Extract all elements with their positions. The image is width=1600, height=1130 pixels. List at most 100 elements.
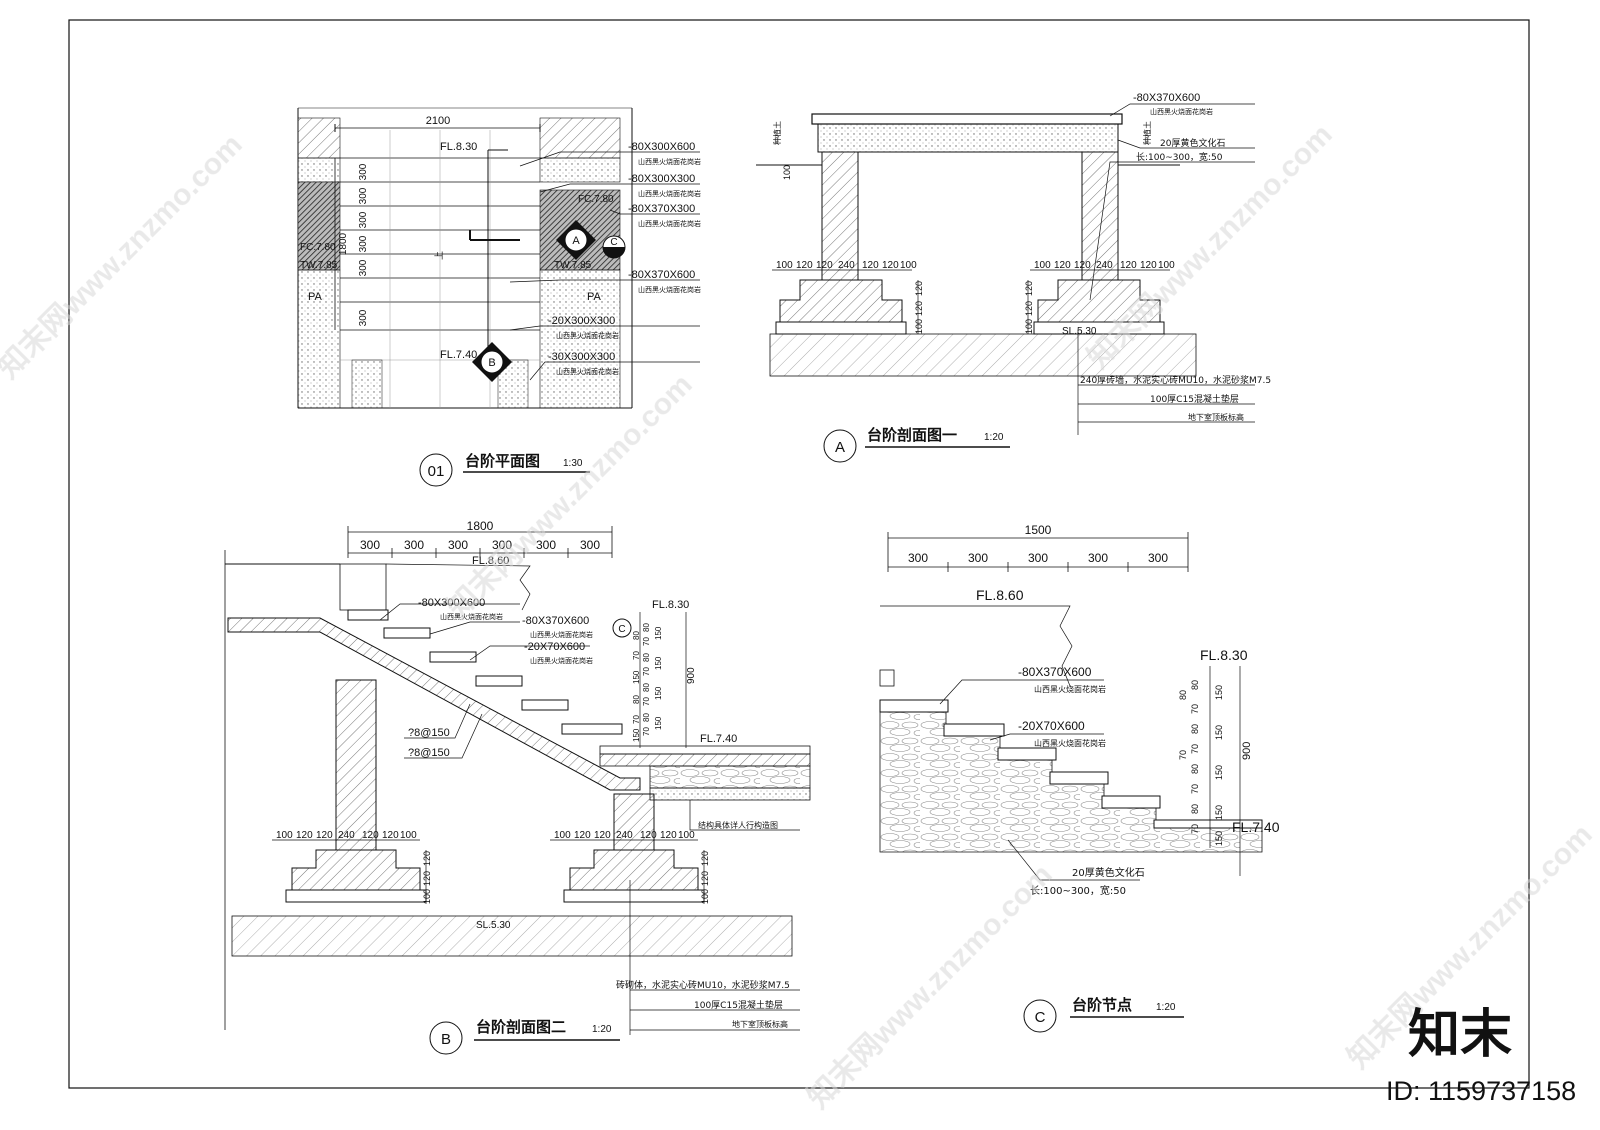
- section-a-stone: 20厚黄色文化石: [1160, 137, 1225, 149]
- svg-text:A: A: [835, 439, 845, 456]
- section-a-ground-label: 种植土: [772, 121, 782, 145]
- node-c-dim-total: 1500: [1025, 523, 1052, 537]
- section-b-elev-mid: FL.8.30: [652, 599, 689, 611]
- section-b-marker-c[interactable]: C: [612, 618, 632, 638]
- node-c-riser-dim: 80: [1190, 764, 1200, 774]
- section-b-vdim-r: 120: [700, 871, 710, 886]
- watermark-text: 知末网www.znzmo.com: [802, 858, 1059, 1115]
- section-b-riser-dim: 150: [632, 728, 641, 742]
- section-b-footing-dim: 120: [362, 830, 379, 841]
- node-c-dim: 300: [908, 551, 928, 565]
- section-b-vdim: 100: [422, 889, 432, 904]
- node-c-stone-size: 长:100~300，宽:50: [1030, 884, 1126, 897]
- plan-fc-right: FC.7.80: [578, 194, 614, 205]
- svg-text:A: A: [572, 235, 580, 247]
- plan-step-dim: 300: [358, 211, 369, 228]
- svg-text:C: C: [618, 624, 625, 635]
- section-b-callout-mat: 山西黑火烧面花岗岩: [530, 630, 593, 639]
- section-b-vdim: 120: [422, 871, 432, 886]
- node-c-riser-dim: 80: [1178, 690, 1188, 700]
- node-c-dim: 300: [1028, 551, 1048, 565]
- section-b-footing-dim-r: 120: [660, 830, 677, 841]
- section-b-elev-low: FL.7.40: [700, 733, 737, 745]
- section-a-vdim-r: 120: [1024, 281, 1034, 296]
- node-c-riser-dim: 150: [1214, 725, 1224, 740]
- section-a-note: 地下室顶板标高: [1188, 412, 1244, 422]
- node-c-title: C 台阶节点 1:20: [1023, 996, 1184, 1033]
- node-c-callout-size: -20X70X600: [1018, 719, 1085, 733]
- section-b-rebar: ?8@150: [408, 727, 450, 739]
- section-b-riser-dim: 150: [654, 626, 663, 640]
- logo-text: 知末: [1408, 1005, 1512, 1065]
- section-a-ground-label-right: 种植土: [1142, 121, 1152, 145]
- svg-text:B: B: [488, 357, 495, 369]
- plan-dim-top: 2100: [426, 115, 450, 127]
- plan-marker-a[interactable]: A: [556, 220, 596, 260]
- section-b-vdim-r: 100: [700, 889, 710, 904]
- section-a-footing-dim-r: 240: [1096, 260, 1113, 271]
- section-a-drawing: 种植土 种植土 100 100 120 120 240 120 120 100 …: [756, 92, 1271, 463]
- section-a-dim: 100: [782, 165, 792, 180]
- section-b-footing-dim-r: 100: [554, 830, 571, 841]
- plan-callout-size: -80X370X600: [628, 269, 695, 281]
- section-a-footing-dim-r: 120: [1054, 260, 1071, 271]
- watermark-text: 知末网www.znzmo.com: [0, 128, 249, 385]
- plan-callout-mat: 山西黑火烧面花岗岩: [638, 157, 701, 166]
- section-b-note: 地下室顶板标高: [732, 1019, 788, 1029]
- section-b-dim: 300: [404, 538, 424, 552]
- section-b-elev-top: FL.8.60: [472, 555, 509, 567]
- svg-text:C: C: [1035, 1009, 1046, 1026]
- section-b-structure-note: 结构具体详人行构造图: [698, 820, 778, 830]
- section-b-riser-dim: 70: [632, 715, 641, 724]
- node-c-riser-dim: 70: [1190, 744, 1200, 754]
- plan-title: 01 台阶平面图 1:30: [419, 452, 590, 487]
- section-b-riser-dim: 80: [642, 713, 651, 722]
- node-c-dim: 300: [1088, 551, 1108, 565]
- section-b-rebar: ?8@150: [408, 747, 450, 759]
- node-c-riser-dim: 70: [1190, 784, 1200, 794]
- section-b-footing-dim-r: 100: [678, 830, 695, 841]
- node-c-riser-dim: 80: [1190, 680, 1200, 690]
- node-c-stone: 20厚黄色文化石: [1072, 866, 1145, 879]
- section-a-vdim: 120: [914, 281, 924, 296]
- section-b-riser-dim: 150: [654, 716, 663, 730]
- node-c-riser-dim: 70: [1178, 750, 1188, 760]
- section-a-vdim-r: 100: [1024, 319, 1034, 334]
- plan-marker-c[interactable]: C: [602, 235, 626, 259]
- node-c-callout-mat: 山西黑火烧面花岗岩: [1034, 738, 1106, 748]
- node-c-elev-low: FL.7.40: [1232, 819, 1280, 835]
- section-b-callout-size: -80X370X600: [522, 615, 589, 627]
- section-b-vdim: 120: [422, 851, 432, 866]
- node-c-riser-dim: 70: [1190, 704, 1200, 714]
- svg-text:台阶剖面图一: 台阶剖面图一: [867, 426, 957, 444]
- brand-logo: 知末 ID: 1159737158: [1386, 1005, 1576, 1106]
- section-b-riser-dim: 80: [632, 631, 641, 640]
- svg-text:1:20: 1:20: [984, 432, 1004, 443]
- plan-wall-left: [297, 181, 341, 271]
- section-b-dim: 300: [580, 538, 600, 552]
- plan-up-text: 上: [434, 251, 445, 260]
- plan-callout-mat: 山西黑火烧面花岗岩: [556, 367, 619, 376]
- plan-marker-b[interactable]: B: [472, 342, 512, 382]
- section-b-riser-dim: 70: [642, 667, 651, 676]
- section-a-top-callout: -80X370X600: [1133, 92, 1200, 104]
- plan-elev-bottom: FL.7.40: [440, 349, 477, 361]
- node-c-elev-mid: FL.8.30: [1200, 647, 1248, 663]
- node-c-riser-dim: 150: [1214, 685, 1224, 700]
- plan-step-dim: 300: [358, 235, 369, 252]
- node-c-riser-dim: 150: [1214, 831, 1224, 846]
- plan-step-dim: 300: [358, 259, 369, 276]
- svg-text:01: 01: [428, 463, 445, 480]
- section-a-footing-dim-r: 120: [1140, 260, 1157, 271]
- section-b-riser-dim: 80: [642, 653, 651, 662]
- section-b-dim: 300: [536, 538, 556, 552]
- section-b-footing-dim: 120: [296, 830, 313, 841]
- plan-callout-mat: 山西黑火烧面花岗岩: [638, 285, 701, 294]
- node-c-riser-dim: 70: [1190, 824, 1200, 834]
- section-b-dim: 300: [492, 538, 512, 552]
- section-b-footing-dim-r: 120: [640, 830, 657, 841]
- section-a-note: 100厚C15混凝土垫层: [1150, 393, 1239, 405]
- node-c-riser-dim: 150: [1214, 805, 1224, 820]
- plan-step-dim: 300: [358, 309, 369, 326]
